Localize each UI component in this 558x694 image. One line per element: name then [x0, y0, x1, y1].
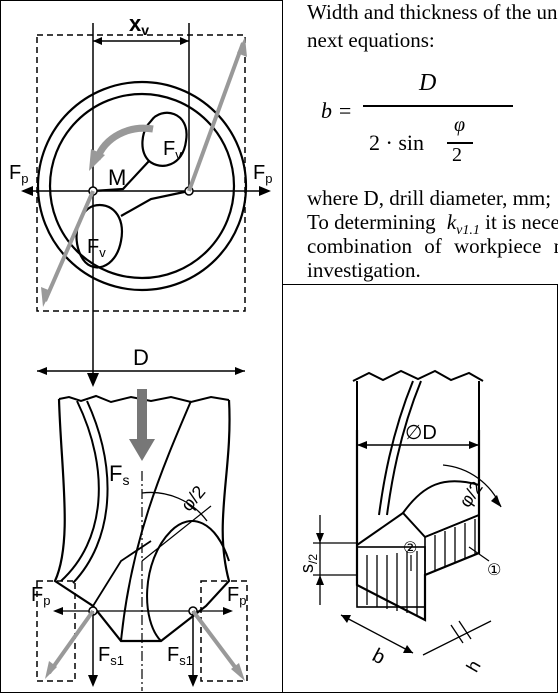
text-line-1: Width and thickness of the uncut chip ar…: [307, 0, 558, 24]
chip-geometry-drawing: ∅D φ/2 s/2 b h ② ①: [297, 369, 502, 676]
chip-geometry-figure: ∅D φ/2 s/2 b h ② ①: [283, 284, 558, 693]
diameter-symbol-label: ∅D: [405, 422, 437, 444]
fs-label: Fs: [109, 461, 129, 488]
phi2-right-label: φ/2: [455, 478, 487, 511]
fp-right-label: Fp: [253, 162, 272, 186]
equation-denominator-prefix: 2 · sin: [369, 130, 424, 155]
text-line-4: To determining kv1.1 it is necessary to …: [307, 210, 558, 239]
width-equation: b = D 2 · sin φ 2: [307, 58, 558, 178]
circle-1-label: ①: [487, 562, 501, 579]
equation-two: 2: [452, 144, 462, 166]
text-line-6: investigation.: [307, 258, 421, 282]
text-line-2: next equations:: [307, 28, 435, 52]
fp-bottom-right-label: Fp: [227, 584, 246, 608]
fv-bottom-label: Fv: [87, 236, 106, 260]
fraction-bar: [363, 105, 513, 107]
s2-label: s/2: [297, 554, 320, 573]
phi2-label: φ/2: [177, 482, 209, 515]
fp-left-label: Fp: [9, 162, 28, 186]
drill-forces-drawing: xv Fv Fv M Fp Fp D Fs φ/2 Fp Fp Fs1 Fs1: [9, 11, 272, 691]
fs1-right-label: Fs1: [167, 644, 193, 668]
chip-equation-text: Width and thickness of the uncut chip ar…: [307, 0, 558, 284]
small-fraction-bar: [447, 142, 473, 144]
text-line-3: where D, drill diameter, mm;: [307, 186, 552, 210]
xv-label: xv: [129, 11, 149, 38]
equation-numerator: D: [419, 70, 437, 96]
b-label: b: [369, 644, 389, 669]
text-line-5: combination of workpiece material-tool m…: [307, 234, 558, 258]
h-label: h: [462, 657, 484, 676]
fs1-left-label: Fs1: [98, 644, 124, 668]
diameter-label: D: [133, 345, 149, 370]
equation-lhs: b =: [321, 98, 353, 123]
equation-phi: φ: [454, 114, 466, 136]
moment-label: M: [108, 165, 126, 190]
circle-2-label: ②: [403, 540, 417, 557]
fv-top-label: Fv: [163, 138, 182, 162]
drill-forces-figure: xv Fv Fv M Fp Fp D Fs φ/2 Fp Fp Fs1 Fs1: [0, 0, 283, 693]
fp-bottom-left-label: Fp: [31, 584, 50, 608]
